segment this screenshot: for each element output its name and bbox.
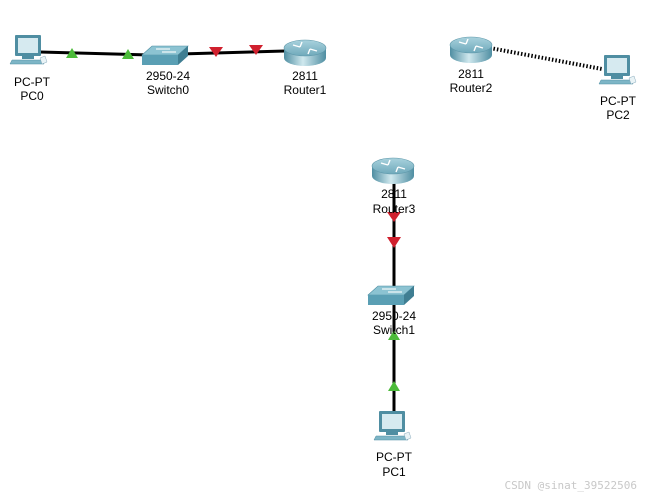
link-down-indicator bbox=[387, 237, 401, 248]
device-model-label: 2950-24 bbox=[146, 69, 190, 83]
links bbox=[39, 46, 603, 420]
link-down-indicator bbox=[209, 47, 223, 57]
device-model-label: 2811 bbox=[458, 67, 484, 81]
link-switch0-router1[interactable] bbox=[179, 49, 286, 56]
link-up-indicator bbox=[388, 381, 400, 391]
device-model-label: PC-PT bbox=[376, 450, 413, 464]
device-pc0[interactable]: PC-PT PC0 bbox=[9, 34, 51, 103]
device-pc2[interactable]: PC-PT PC2 bbox=[598, 54, 637, 122]
device-name-label: Switch0 bbox=[147, 83, 189, 97]
link-down-indicator bbox=[249, 45, 263, 55]
router-icon bbox=[283, 39, 327, 67]
link-down-indicator bbox=[387, 212, 401, 222]
device-model-label: 2811 bbox=[381, 187, 407, 201]
watermark: CSDN @sinat_39522506 bbox=[504, 479, 637, 492]
device-switch1[interactable]: 2950-24 Switch1 bbox=[367, 285, 416, 337]
device-switch0[interactable]: 2950-24 Switch0 bbox=[141, 45, 190, 97]
switch-icon bbox=[367, 285, 415, 306]
device-name-label: PC2 bbox=[606, 108, 630, 122]
device-pc1[interactable]: PC-PT PC1 bbox=[373, 410, 413, 479]
device-name-label: PC1 bbox=[382, 465, 406, 479]
link-status-indicators bbox=[66, 45, 401, 391]
pc-icon bbox=[9, 34, 48, 65]
device-name-label: Router2 bbox=[450, 81, 493, 95]
device-router3[interactable]: 2811 Router3 bbox=[371, 157, 416, 216]
device-router2[interactable]: 2811 Router2 bbox=[449, 36, 493, 95]
device-model-label: PC-PT bbox=[600, 94, 637, 108]
device-model-label: 2811 bbox=[292, 69, 318, 83]
pc-icon bbox=[598, 54, 637, 85]
device-name-label: PC0 bbox=[20, 89, 44, 103]
link-up-indicator bbox=[388, 330, 400, 340]
router-icon bbox=[449, 36, 493, 64]
device-name-label: Router3 bbox=[373, 202, 416, 216]
router-icon bbox=[371, 157, 415, 185]
link-up-indicator bbox=[66, 48, 78, 58]
link-up-indicator bbox=[122, 49, 134, 59]
link-pc0-switch0[interactable] bbox=[39, 50, 151, 57]
device-model-label: PC-PT bbox=[14, 75, 51, 89]
device-name-label: Router1 bbox=[284, 83, 327, 97]
switch-icon bbox=[141, 45, 189, 66]
pc-icon bbox=[373, 410, 412, 441]
device-router1[interactable]: 2811 Router1 bbox=[283, 39, 327, 97]
device-model-label: 2950-24 bbox=[372, 309, 416, 323]
link-router2-pc2-console[interactable] bbox=[489, 46, 603, 71]
device-name-label: Switch1 bbox=[373, 323, 415, 337]
